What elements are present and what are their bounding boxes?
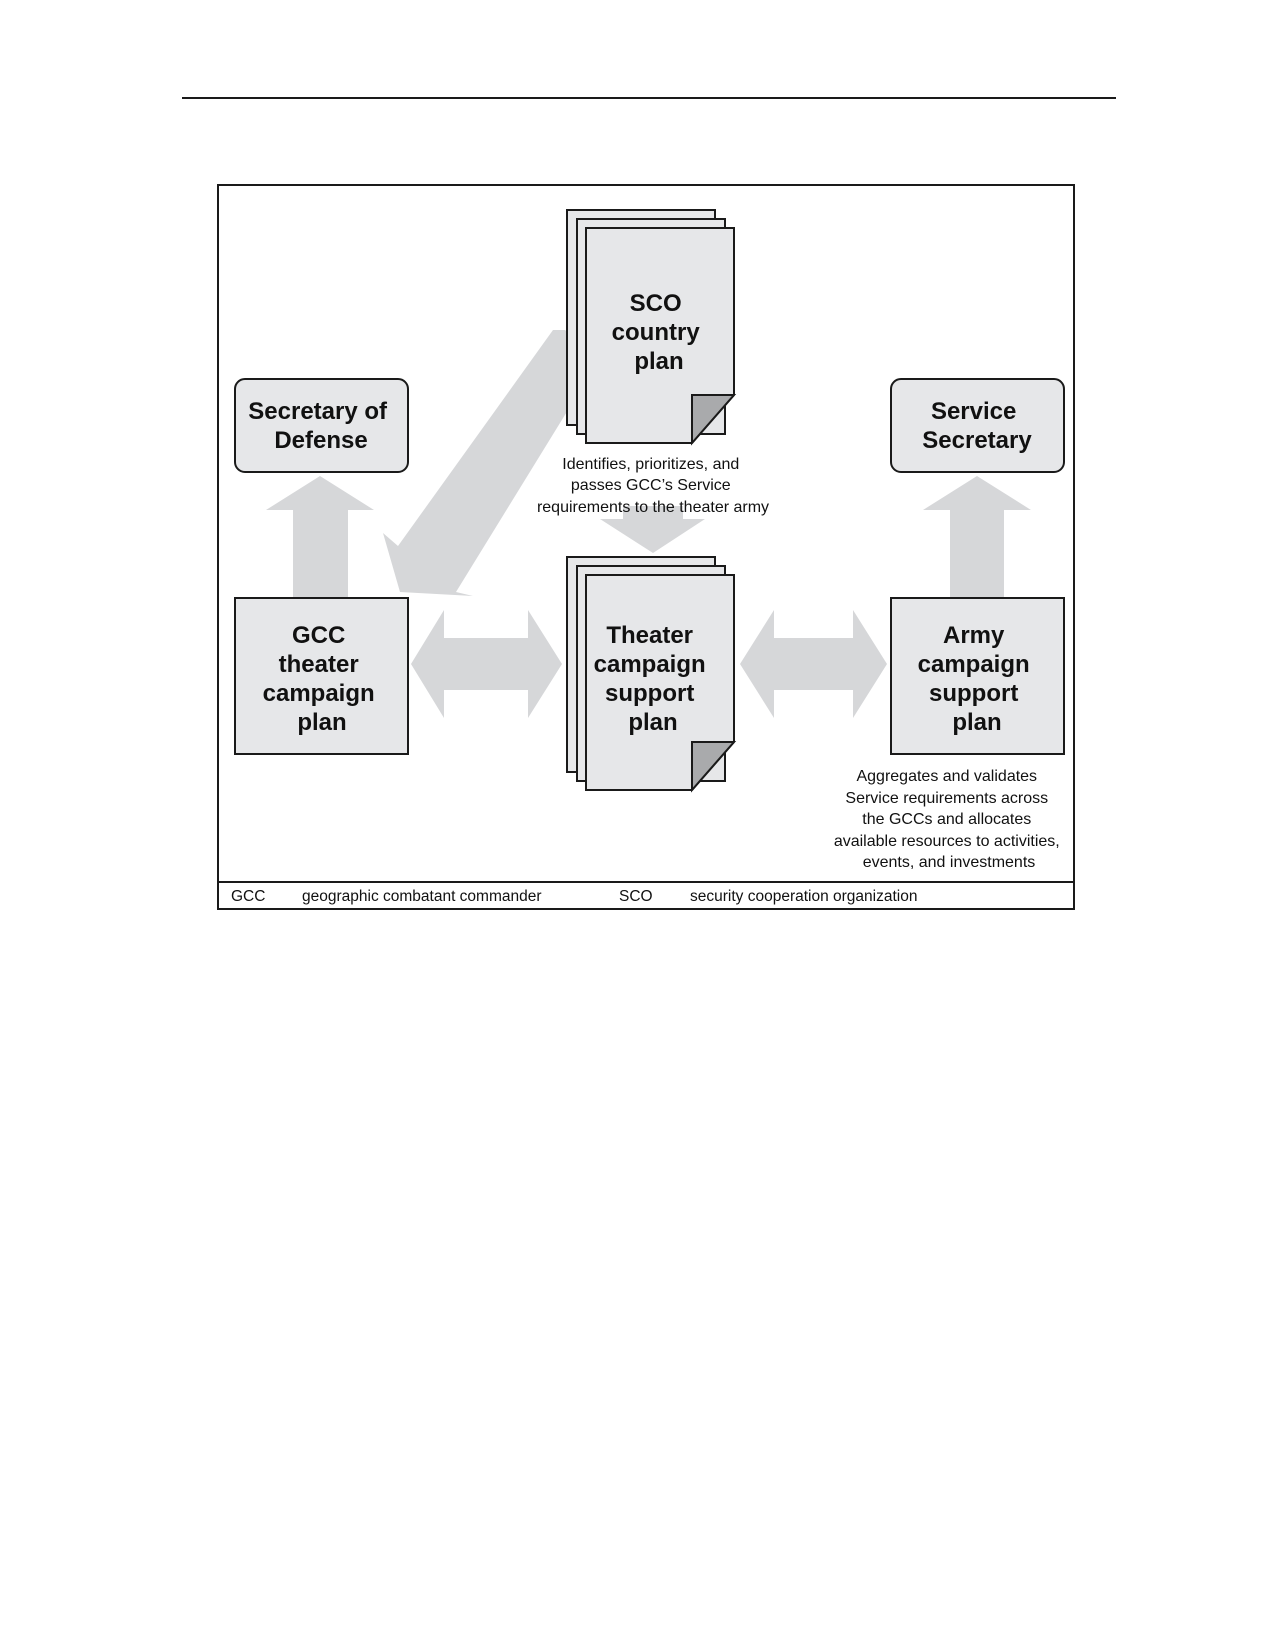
sco-plan-document-icon (566, 209, 737, 446)
theater-plan-document-icon (566, 556, 737, 793)
arrow-sco-to-theater (600, 506, 705, 553)
army-plan-line: support (929, 680, 1018, 707)
secdef-box (234, 378, 409, 473)
army-note-line: events, and investments (863, 854, 1036, 871)
sco-note-line: requirements to the theater army (537, 499, 769, 516)
army-note: Aggregates and validates Service require… (834, 768, 1064, 871)
theater-plan-line: Theater (606, 622, 693, 649)
legend-abbr-sco: SCO (619, 888, 653, 905)
top-rule (182, 97, 1116, 99)
sco-plan-line: country (612, 319, 701, 346)
arrow-sco-to-gcc (383, 330, 600, 596)
theater-plan-line: support (605, 680, 694, 707)
secdef-line: Defense (274, 427, 367, 454)
gcc-plan-line: theater (279, 651, 359, 678)
arrow-gcc-to-secdef (266, 476, 374, 598)
sco-note-line: Identifies, prioritizes, and (562, 456, 739, 473)
service-secretary-line: Service (931, 398, 1016, 425)
arrow-theater-army-bidirectional (740, 610, 887, 718)
theater-plan-label: Theater campaign support plan (594, 622, 713, 736)
legend-text-gcc: geographic combatant commander (302, 888, 542, 905)
legend-abbr-gcc: GCC (231, 888, 265, 905)
army-note-line: the GCCs and allocates (862, 811, 1031, 828)
sco-plan-line: plan (634, 348, 683, 375)
sco-note: Identifies, prioritizes, and passes GCC’… (537, 456, 769, 516)
army-note-line: Service requirements across (845, 790, 1048, 807)
arrow-gcc-theater-bidirectional (411, 610, 562, 718)
secdef-label: Secretary of Defense (248, 398, 393, 454)
gcc-plan-line: plan (297, 709, 346, 736)
service-secretary-line: Secretary (922, 427, 1032, 454)
service-secretary-label: Service Secretary (922, 398, 1032, 454)
army-note-line: available resources to activities, (834, 833, 1060, 850)
sco-plan-line: SCO (630, 290, 682, 317)
army-plan-label: Army campaign support plan (918, 622, 1037, 736)
gcc-plan-line: GCC (292, 622, 345, 649)
army-plan-line: campaign (918, 651, 1030, 678)
gcc-plan-label: GCC theater campaign plan (263, 622, 382, 736)
theater-plan-line: campaign (594, 651, 706, 678)
sco-plan-label: SCO country plan (612, 290, 707, 375)
secdef-line: Secretary of (248, 398, 388, 425)
sco-note-line: passes GCC’s Service (571, 477, 731, 494)
army-plan-line: plan (952, 709, 1001, 736)
gcc-plan-line: campaign (263, 680, 375, 707)
army-note-line: Aggregates and validates (856, 768, 1037, 785)
army-plan-box (890, 597, 1065, 755)
service-secretary-box (890, 378, 1065, 473)
army-plan-line: Army (943, 622, 1005, 649)
theater-plan-line: plan (628, 709, 677, 736)
arrow-army-to-servicesecretary (923, 476, 1031, 598)
arrows (266, 330, 1031, 718)
gcc-plan-box (234, 597, 409, 755)
legend-text-sco: security cooperation organization (690, 888, 917, 905)
